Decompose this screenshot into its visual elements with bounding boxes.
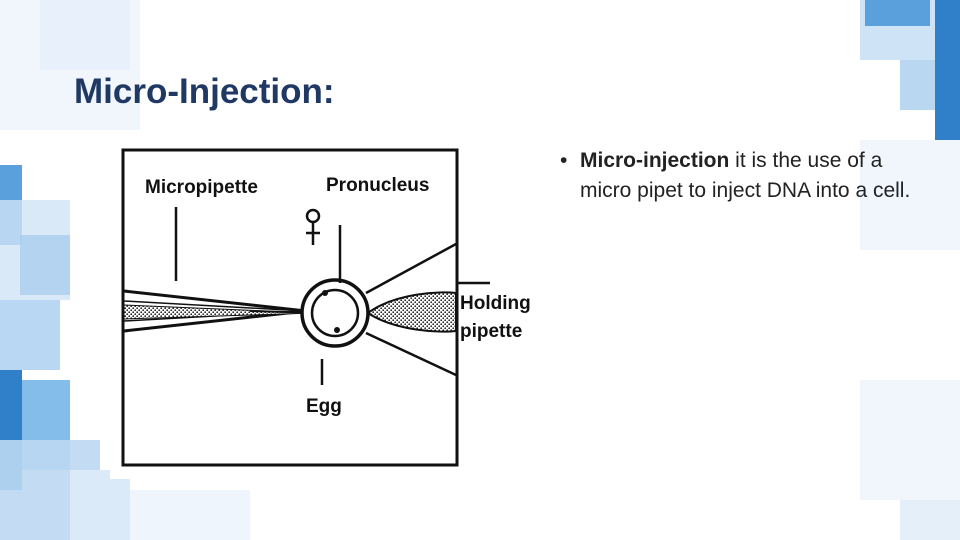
label-pronucleus: Pronucleus bbox=[326, 175, 429, 196]
bullet-list: • Micro-injection it is the use of a mic… bbox=[560, 146, 920, 206]
bullet-item: • Micro-injection it is the use of a mic… bbox=[560, 146, 920, 206]
microinjection-diagram: Micropipette Pronucleus Egg Holding pipe… bbox=[110, 133, 530, 479]
bullet-term: Micro-injection bbox=[580, 149, 729, 172]
label-egg: Egg bbox=[306, 396, 342, 417]
slide-title: Micro-Injection: bbox=[74, 72, 335, 112]
bullet-marker: • bbox=[560, 146, 567, 176]
label-holding: Holding bbox=[460, 293, 530, 314]
label-micropipette: Micropipette bbox=[145, 177, 258, 198]
bullet-body: Micro-injection it is the use of a micro… bbox=[560, 146, 920, 206]
egg bbox=[302, 280, 368, 346]
label-pipette: pipette bbox=[460, 321, 522, 342]
